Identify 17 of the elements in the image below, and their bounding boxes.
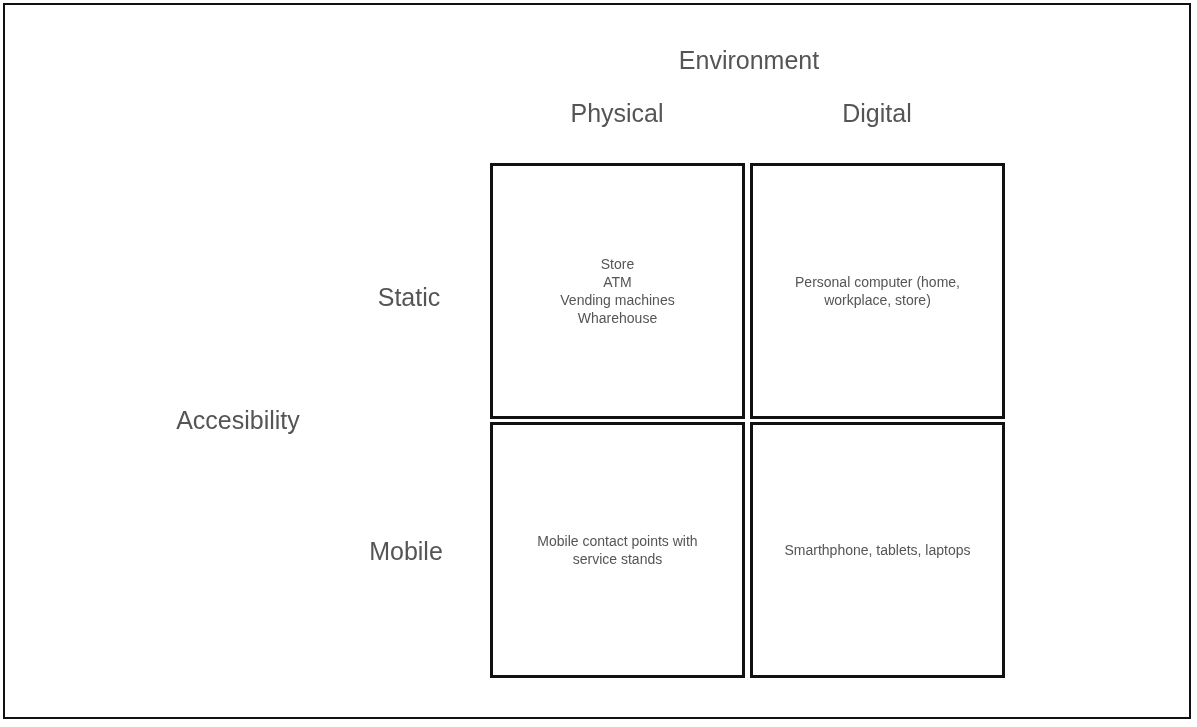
quadrant-text: Personal computer (home, workplace, store) [794, 273, 961, 309]
quadrant-text: Store [600, 255, 635, 273]
quadrant-box [750, 422, 1005, 678]
quadrant-text: Vending machines [560, 291, 675, 309]
quadrant-box [490, 422, 745, 678]
row-header: Mobile [369, 536, 443, 566]
quadrant-box [750, 163, 1005, 419]
axis-title: Environment [678, 45, 820, 75]
column-header: Physical [570, 98, 664, 128]
axis-title: Accesibility [176, 405, 300, 435]
quadrant-text: ATM [603, 273, 632, 291]
quadrant-text: Mobile contact points with service stands [536, 532, 699, 568]
row-header: Static [377, 282, 441, 312]
quadrant-text: Wharehouse [577, 309, 658, 327]
quadrant-box [490, 163, 745, 419]
column-header: Digital [842, 98, 912, 128]
quadrant-text: Smarthphone, tablets, laptops [784, 541, 971, 559]
